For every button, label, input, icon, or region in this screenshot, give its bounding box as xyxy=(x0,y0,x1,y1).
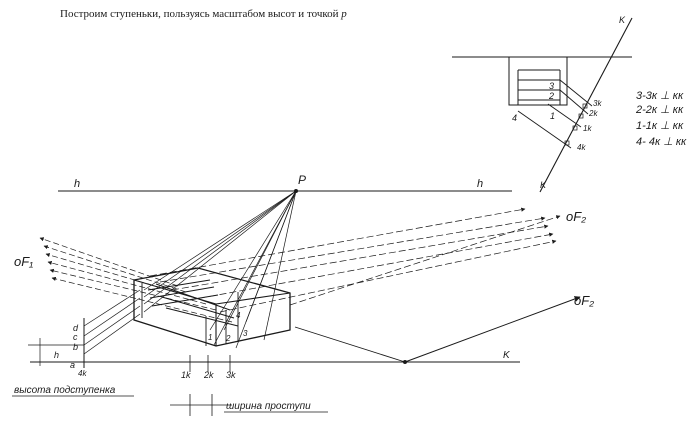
label-f2-lower: oF₂ xyxy=(574,293,594,308)
scale-label-h: h xyxy=(54,350,59,360)
base-markers xyxy=(170,355,232,416)
step-label-4: 4 xyxy=(236,311,241,320)
inset-label-3k: 3k xyxy=(593,99,602,108)
base-label-1k: 1k xyxy=(181,370,191,380)
inset-kk-line xyxy=(539,17,633,193)
caption-point: p xyxy=(341,8,347,20)
horizon-label-left: h xyxy=(74,178,80,190)
inset-label-2k: 2k xyxy=(588,109,598,118)
inset-label-2: 2 xyxy=(548,91,554,101)
horizon-label-right: h xyxy=(477,178,483,190)
scale-label-4k: 4k xyxy=(78,369,87,378)
point-p-label: P xyxy=(298,173,306,187)
rays-from-p xyxy=(143,190,297,349)
inset-plan: 3 2 1 4 3k 2k 1k 4k K K xyxy=(452,15,633,193)
step-label-3: 3 xyxy=(243,329,248,338)
perpendicular-legend: 3-3к ⊥ кк 2-2к ⊥ кк 1-1к ⊥ кк 4- 4к ⊥ кк xyxy=(635,90,687,148)
caption-text: Построим ступеньки, пользуясь масштабом … xyxy=(60,8,339,20)
inset-label-4: 4 xyxy=(512,113,517,123)
inset-label-4k: 4k xyxy=(577,143,586,152)
label-k-bottom: K xyxy=(540,180,547,190)
step-label-2: 2 xyxy=(225,334,231,343)
scale-label-c: c xyxy=(73,332,78,342)
label-f2-upper: oF₂ xyxy=(566,209,586,224)
label-k-top: K xyxy=(619,15,626,25)
step-label-1: 1 xyxy=(208,333,212,342)
inset-label-3: 3 xyxy=(549,81,554,91)
scale-label-b: b xyxy=(73,342,78,352)
scale-label-d: d xyxy=(73,323,79,333)
tread-width-caption: ширина проступи xyxy=(226,401,311,412)
scale-label-a: a xyxy=(70,360,75,370)
legend-item-2: 2-2к ⊥ кк xyxy=(635,104,684,116)
base-label-3k: 3k xyxy=(226,370,236,380)
label-k-base: K xyxy=(503,350,511,361)
legend-item-4: 4- 4к ⊥ кк xyxy=(636,136,687,148)
page-caption: Построим ступеньки, пользуясь масштабом … xyxy=(60,8,347,20)
legend-item-3: 1-1к ⊥ кк xyxy=(636,120,684,132)
rays-to-f2 xyxy=(149,207,561,313)
inset-label-1k: 1k xyxy=(583,124,592,133)
label-f1: oF₁ xyxy=(14,254,33,269)
base-label-2k: 2k xyxy=(203,370,214,380)
height-scale xyxy=(28,289,141,368)
stair-block xyxy=(133,267,291,347)
riser-height-caption: высота подступенка xyxy=(14,385,116,396)
inset-stair-block xyxy=(508,56,568,106)
legend-item-1: 3-3к ⊥ кк xyxy=(636,90,684,102)
f2-base-ray xyxy=(404,296,581,363)
inset-label-1: 1 xyxy=(550,111,555,121)
